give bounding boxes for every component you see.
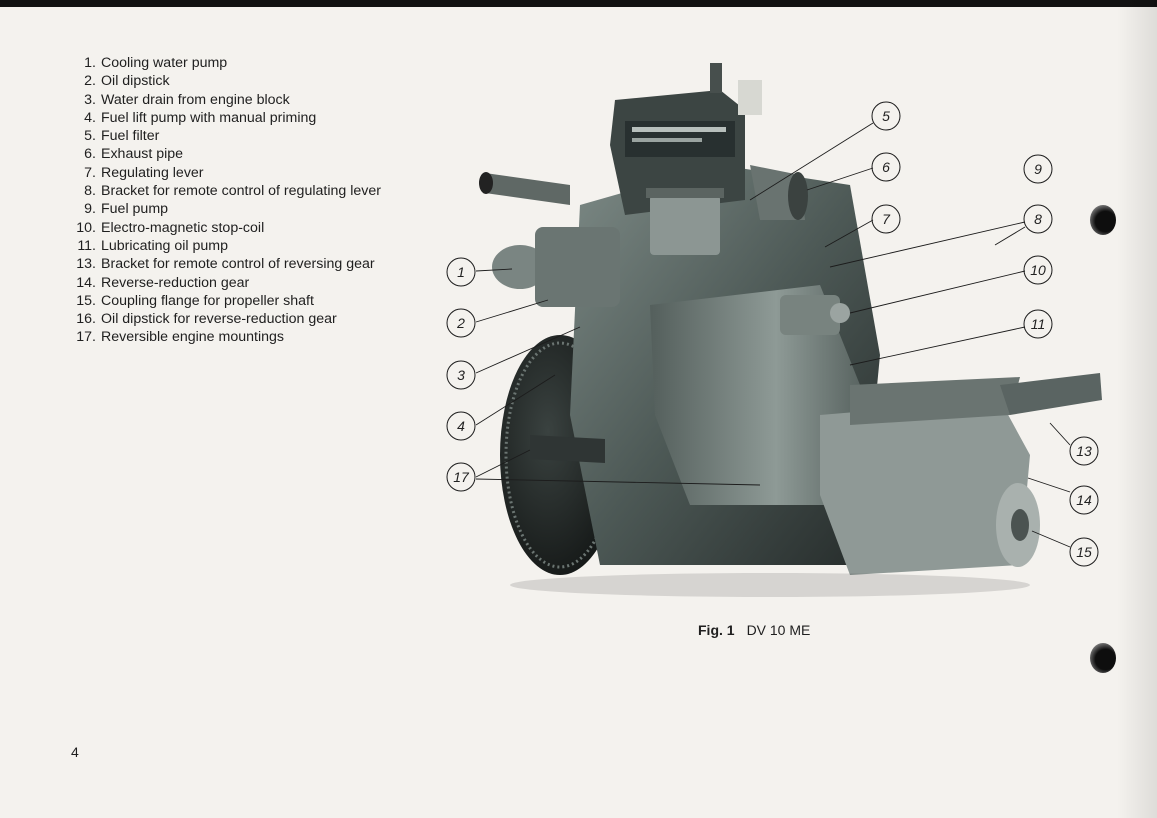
- leader-lines: [475, 122, 1071, 548]
- callout-13: 13: [1076, 443, 1092, 459]
- engine-figure: 1 2 3 4 5 6 7 8 9 10 11 13 14 15 17: [420, 55, 1120, 615]
- legend-item: 8.Bracket for remote control of regulati…: [84, 183, 381, 200]
- legend-item: 6.Exhaust pipe: [84, 146, 184, 163]
- legend-item: 13.Bracket for remote control of reversi…: [76, 256, 375, 273]
- binder-hole-top: [1090, 205, 1116, 235]
- pump-housing: [535, 227, 620, 307]
- legend-item: 10.Electro-magnetic stop-coil: [76, 219, 265, 236]
- legend-item: 4.Fuel lift pump with manual priming: [84, 109, 317, 126]
- legend-item: 11.Lubricating oil pump: [77, 237, 228, 254]
- scan-top-edge: [0, 0, 1157, 7]
- callout-7: 7: [882, 211, 890, 227]
- page-fold-shadow: [1117, 0, 1157, 818]
- reversing-bracket: [1000, 373, 1102, 415]
- legend-item: 1.Cooling water pump: [84, 55, 228, 71]
- callout-2: 2: [457, 315, 465, 331]
- name-plate-text-line: [632, 127, 726, 132]
- stop-coil: [780, 295, 840, 335]
- callout-1: 1: [457, 264, 465, 280]
- legend-item: 3.Water drain from engine block: [84, 91, 290, 108]
- gearbox-top: [850, 377, 1020, 425]
- callout-8: 8: [1034, 211, 1042, 227]
- reverse-gearbox: [820, 400, 1030, 575]
- stop-coil-cap: [830, 303, 850, 323]
- intake-pipe-opening: [479, 172, 493, 194]
- callout-6: 6: [882, 159, 890, 175]
- legend-item: 17.Reversible engine mountings: [76, 329, 284, 346]
- fuel-filter-body: [650, 195, 720, 255]
- callout-9: 9: [1034, 161, 1042, 177]
- callout-4: 4: [457, 418, 465, 434]
- callout-11: 11: [1030, 316, 1046, 332]
- figure-model: DV 10 ME: [746, 622, 811, 638]
- callout-5: 5: [882, 108, 890, 124]
- legend-item: 7.Regulating lever: [84, 164, 204, 181]
- parts-legend: 1.Cooling water pump 2.Oil dipstick 3.Wa…: [62, 54, 381, 347]
- legend-item: 9.Fuel pump: [84, 201, 169, 218]
- binder-hole-bottom: [1090, 643, 1116, 673]
- engine-illustration: [446, 63, 1102, 597]
- gear-casing: [650, 285, 860, 505]
- base-shadow: [510, 573, 1030, 597]
- callout-3: 3: [457, 367, 465, 383]
- name-plate-text-line: [632, 138, 702, 142]
- legend-item: 16.Oil dipstick for reverse-reduction ge…: [76, 311, 337, 328]
- figure-label: Fig. 1: [698, 622, 735, 638]
- legend-item: 15.Coupling flange for propeller shaft: [76, 292, 314, 309]
- engine-mounting: [530, 435, 605, 463]
- fuel-cup: [738, 80, 762, 115]
- callout-14: 14: [1076, 492, 1092, 508]
- top-fitting: [710, 63, 722, 93]
- figure-caption: Fig. 1 DV 10 ME: [698, 622, 810, 638]
- legend-item: 2.Oil dipstick: [84, 73, 170, 90]
- cooling-pump: [492, 245, 548, 289]
- callout-10: 10: [1030, 262, 1046, 278]
- page-number: 4: [71, 744, 79, 760]
- callout-circles: [446, 101, 1099, 567]
- legend-item: 5.Fuel filter: [84, 128, 160, 145]
- legend-item: 14.Reverse-reduction gear: [76, 274, 250, 291]
- callout-17: 17: [453, 469, 469, 485]
- fuel-filter-cap: [646, 188, 724, 198]
- coupling-flange-hub: [1011, 509, 1029, 541]
- exhaust-outlet: [788, 172, 808, 220]
- intake-pipe: [485, 173, 570, 205]
- callout-15: 15: [1076, 544, 1092, 560]
